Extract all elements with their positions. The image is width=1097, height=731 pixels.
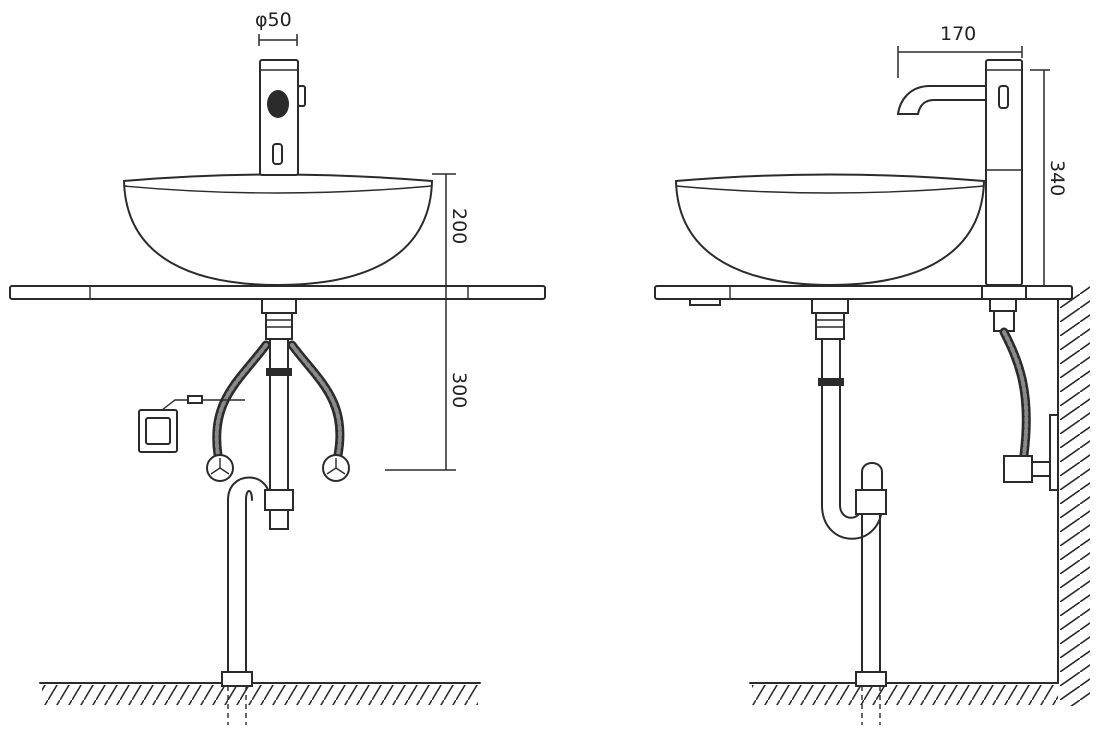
floor-right xyxy=(749,682,1059,705)
spout-reach-label: 170 xyxy=(940,23,976,45)
dim-outlet-diameter: φ50 xyxy=(255,9,298,46)
counter-slab-left xyxy=(9,285,546,300)
front-view: φ50 200 300 xyxy=(9,9,546,725)
supply-hoses-left xyxy=(212,340,345,460)
side-view: 170 340 xyxy=(654,23,1090,725)
basin-bowl-right xyxy=(674,173,986,287)
under-counter-label: 300 xyxy=(448,372,470,408)
wall-right xyxy=(1057,285,1090,706)
angle-valve-left-2 xyxy=(322,454,350,482)
faucet-front xyxy=(259,59,306,176)
drain-trap-left xyxy=(221,298,297,725)
dim-faucet-height: 340 xyxy=(1030,69,1068,286)
angle-valve-left-1 xyxy=(206,454,234,482)
dim-spout-reach: 170 xyxy=(897,23,1023,78)
dim-basin-height: 200 300 xyxy=(385,173,470,471)
floor-left xyxy=(39,682,481,705)
outlet-diameter-label: φ50 xyxy=(255,9,292,31)
basin-bowl-left xyxy=(122,173,434,287)
control-box xyxy=(138,395,245,453)
basin-height-label: 200 xyxy=(448,208,470,244)
faucet-height-label: 340 xyxy=(1046,160,1068,196)
counter-slab-right xyxy=(654,285,1073,306)
supply-hose-right xyxy=(999,327,1059,491)
faucet-side xyxy=(896,59,1027,332)
drain-trap-right xyxy=(811,298,887,725)
